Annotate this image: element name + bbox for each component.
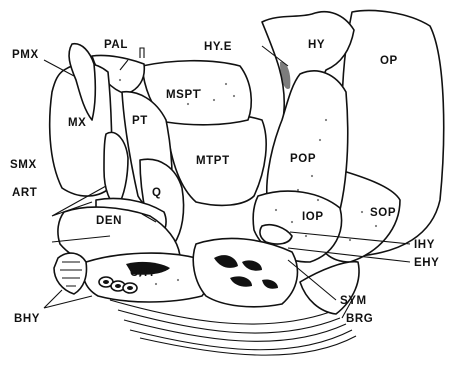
label-sym: SYM [340, 295, 367, 307]
label-ehy: EHY [414, 257, 439, 269]
label-op: OP [380, 55, 398, 67]
label-mx: MX [68, 117, 86, 129]
label-bhy: BHY [14, 313, 40, 325]
supramaxilla-outline [104, 132, 128, 206]
label-q: Q [152, 187, 162, 199]
label-smx: SMX [10, 159, 37, 171]
label-brg: BRG [346, 313, 373, 325]
label-pmx: PMX [12, 49, 39, 61]
label-pt: PT [132, 115, 148, 127]
label-hye: HY.E [204, 41, 232, 53]
label-iop: IOP [302, 211, 324, 223]
basihyal-outline [54, 253, 87, 294]
label-mspt: MSPT [166, 89, 200, 101]
label-ihy: IHY [414, 239, 435, 251]
label-art: ART [12, 187, 37, 199]
label-den: DEN [96, 215, 122, 227]
label-hy: HY [308, 39, 325, 51]
symplectic-outline [193, 238, 297, 306]
label-chy: CHY [130, 267, 156, 279]
label-pop: POP [290, 153, 316, 165]
label-pal: PAL [104, 39, 128, 51]
label-sop: SOP [370, 207, 396, 219]
label-mtpt: MTPT [196, 155, 230, 167]
